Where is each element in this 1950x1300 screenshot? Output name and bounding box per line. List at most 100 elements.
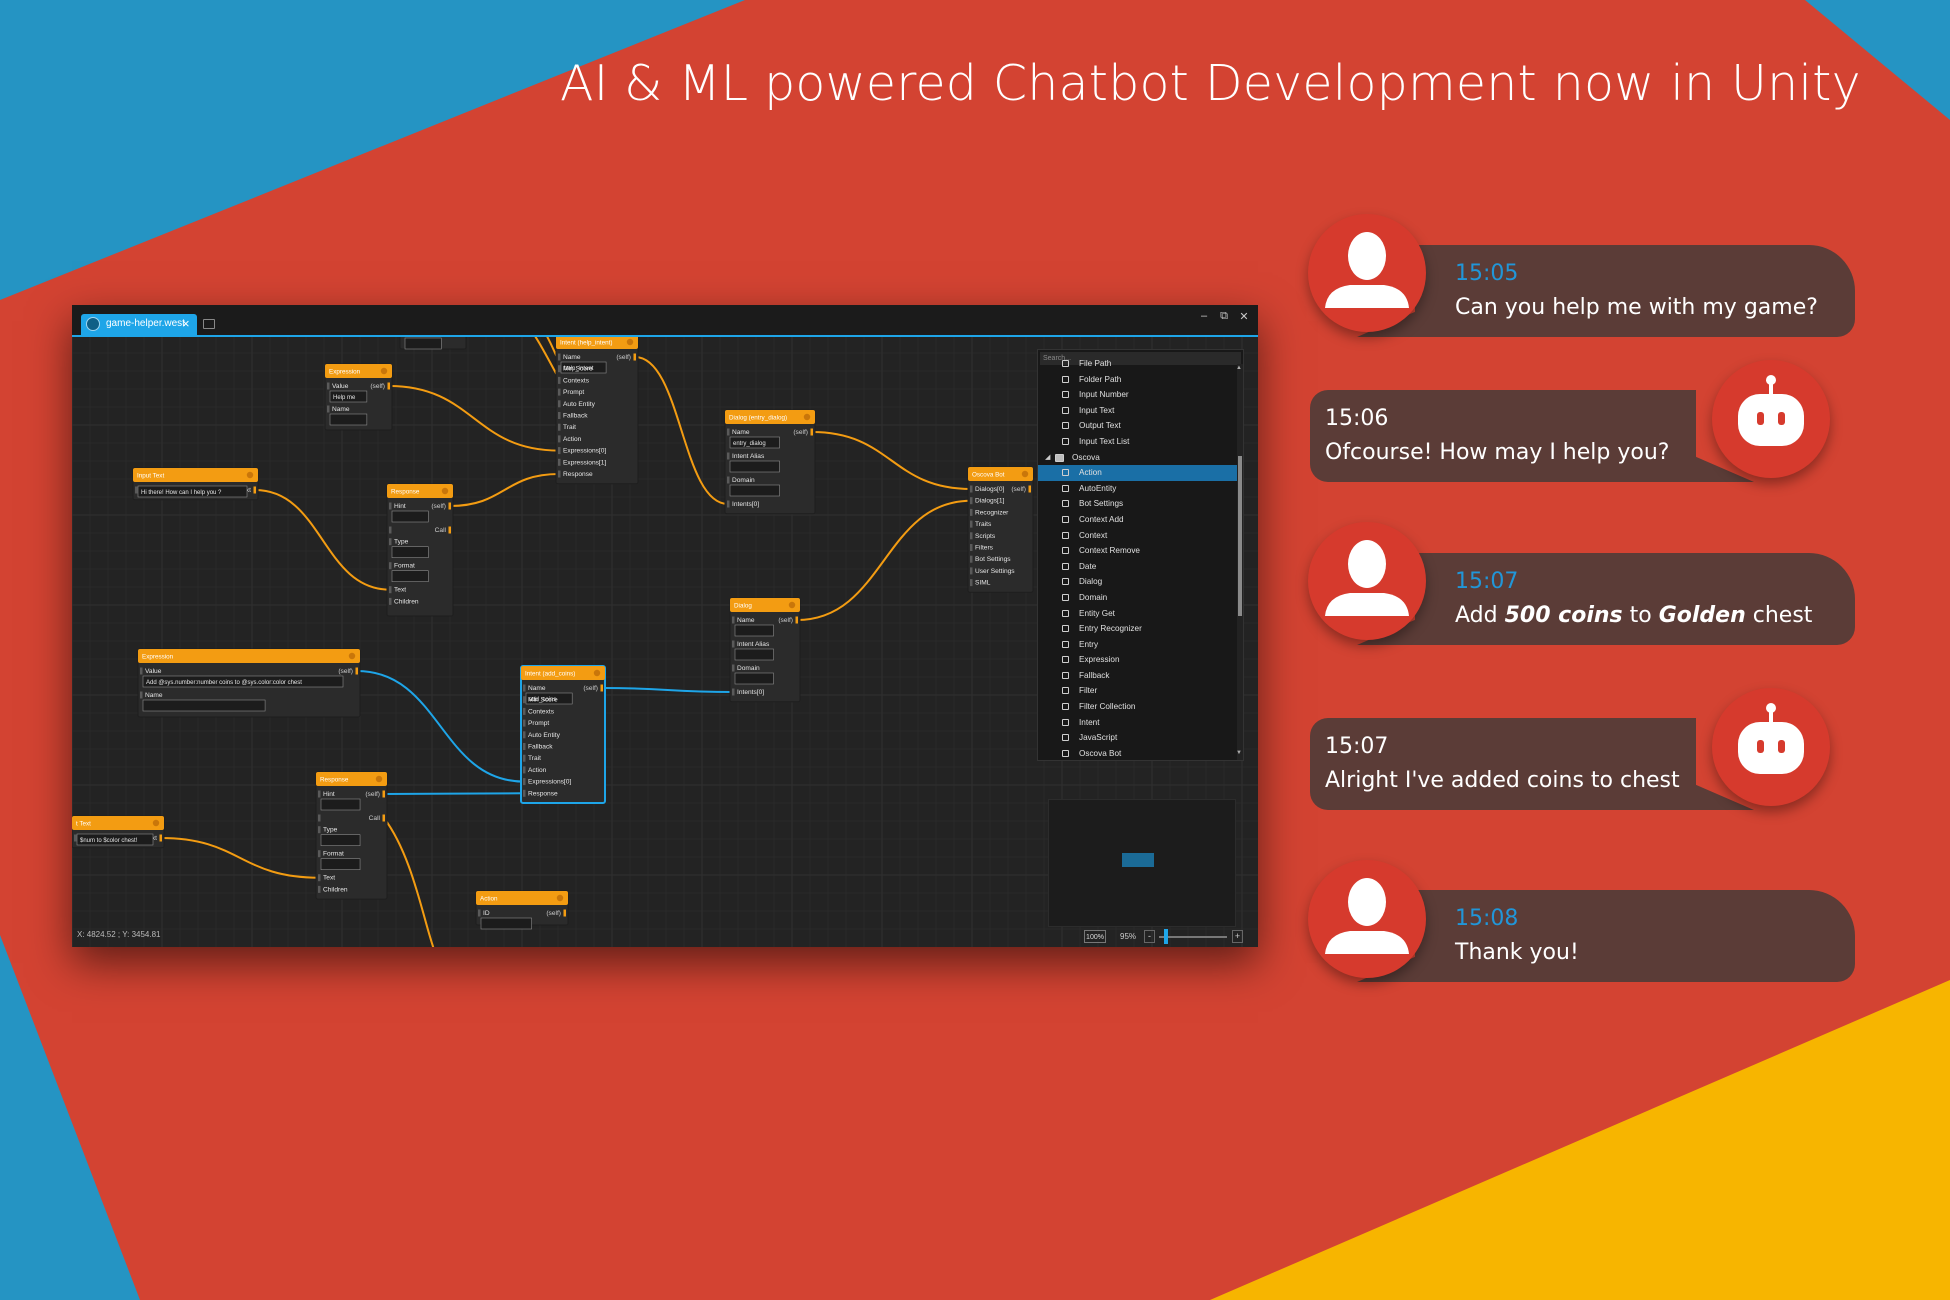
minimap-viewport[interactable] [1122, 853, 1154, 867]
input-port[interactable] [318, 874, 321, 882]
input-port[interactable] [558, 435, 561, 443]
library-item[interactable]: Context [1038, 528, 1238, 544]
node-menu-icon[interactable] [246, 471, 254, 479]
library-item[interactable]: File Path [1038, 356, 1238, 372]
input-port[interactable] [389, 586, 392, 594]
node-menu-icon[interactable] [152, 819, 160, 827]
scroll-down-icon[interactable]: ▼ [1236, 750, 1242, 756]
input-port[interactable] [478, 909, 481, 917]
library-item[interactable]: Entry Recognizer [1038, 621, 1238, 637]
node-header[interactable] [968, 467, 1033, 481]
node-menu-icon[interactable] [626, 338, 634, 346]
library-item[interactable]: Dialog [1038, 574, 1238, 590]
output-port[interactable] [633, 353, 637, 361]
node-menu-icon[interactable] [1021, 470, 1029, 478]
input-port[interactable] [970, 497, 973, 505]
node-dialog-entry[interactable]: Dialog (entry_dialog)Name(self)entry_dia… [724, 409, 816, 515]
close-button[interactable]: ✕ [1239, 311, 1249, 323]
node-text-field[interactable] [734, 672, 774, 685]
library-item[interactable]: Bot Settings [1038, 496, 1238, 512]
input-port[interactable] [970, 579, 973, 587]
input-port[interactable] [523, 778, 526, 786]
input-port[interactable] [318, 814, 321, 822]
node-header[interactable] [556, 335, 638, 349]
zoom-reset-button[interactable]: 100% [1084, 930, 1106, 943]
node-header[interactable] [725, 410, 815, 424]
node-header[interactable] [316, 772, 387, 786]
node-text-field[interactable] [329, 413, 368, 426]
library-item[interactable]: Filter Collection [1038, 699, 1238, 715]
node-response2[interactable]: ResponseHint(self)CallTypeFormatTextChil… [315, 771, 388, 900]
input-port[interactable] [389, 538, 392, 546]
node-header[interactable] [138, 649, 360, 663]
node-menu-icon[interactable] [380, 367, 388, 375]
library-item[interactable]: ◢Oscova [1038, 450, 1238, 466]
library-item[interactable]: Expression [1038, 652, 1238, 668]
output-port[interactable] [563, 909, 567, 917]
library-item[interactable]: Input Number [1038, 387, 1238, 403]
node-oscova-bot[interactable]: Oscova BotDialogs[0](self)Dialogs[1]Reco… [967, 466, 1034, 593]
node-text-field[interactable] [76, 833, 154, 846]
input-port[interactable] [389, 562, 392, 570]
node-menu-icon[interactable] [788, 601, 796, 609]
input-port[interactable] [523, 707, 526, 715]
input-port[interactable] [558, 423, 561, 431]
library-item[interactable]: AutoEntity [1038, 481, 1238, 497]
input-port[interactable] [140, 667, 143, 675]
input-port[interactable] [970, 520, 973, 528]
node-text-field[interactable] [320, 858, 361, 871]
input-port[interactable] [74, 834, 77, 842]
node-text-field[interactable] [404, 337, 442, 350]
node-text-field[interactable] [560, 361, 607, 374]
node-menu-icon[interactable] [593, 669, 601, 677]
library-item[interactable]: Folder Path [1038, 372, 1238, 388]
input-port[interactable] [732, 640, 735, 648]
output-port[interactable] [382, 814, 386, 822]
minimize-button[interactable]: ‒ [1200, 310, 1208, 322]
input-port[interactable] [389, 597, 392, 605]
library-item[interactable]: Fallback [1038, 668, 1238, 684]
input-port[interactable] [727, 476, 730, 484]
input-port[interactable] [558, 447, 561, 455]
library-item[interactable]: Filter [1038, 683, 1238, 699]
input-port[interactable] [327, 405, 330, 413]
library-item[interactable]: Context Add [1038, 512, 1238, 528]
input-port[interactable] [523, 743, 526, 750]
input-port[interactable] [970, 555, 973, 563]
output-port[interactable] [795, 616, 799, 624]
library-item[interactable]: Domain [1038, 590, 1238, 606]
node-text-field[interactable] [320, 834, 361, 847]
input-port[interactable] [523, 731, 526, 739]
library-item[interactable]: Entry [1038, 637, 1238, 653]
input-port[interactable] [558, 470, 561, 478]
library-item[interactable]: Input Text List [1038, 434, 1238, 450]
library-item[interactable]: Intent [1038, 715, 1238, 731]
node-text-field[interactable] [480, 917, 532, 930]
input-port[interactable] [732, 664, 735, 672]
output-port[interactable] [253, 486, 257, 494]
input-port[interactable] [558, 376, 561, 384]
node-menu-icon[interactable] [441, 487, 449, 495]
library-item[interactable]: Entity Get [1038, 606, 1238, 622]
node-text-field[interactable] [320, 798, 361, 811]
node-intent-coins[interactable]: Intent (add_coins)Name(self)add_coinsMin… [520, 665, 606, 804]
input-port[interactable] [970, 544, 973, 551]
zoom-out-button[interactable]: - [1144, 930, 1155, 943]
node-menu-icon[interactable] [375, 775, 383, 783]
library-item[interactable]: Action [1038, 465, 1238, 481]
maximize-button[interactable]: ⧉ [1220, 310, 1228, 322]
expand-arrow-icon[interactable]: ◢ [1045, 453, 1051, 461]
library-item[interactable]: Date [1038, 559, 1238, 575]
input-port[interactable] [140, 691, 143, 699]
node-menu-icon[interactable] [348, 652, 356, 660]
input-port[interactable] [135, 486, 138, 494]
node-text-field[interactable] [142, 675, 344, 688]
document-tab[interactable]: game-helper.west × [81, 314, 197, 335]
node-text-field[interactable] [525, 692, 573, 705]
input-port[interactable] [318, 826, 321, 834]
library-item[interactable]: Oscova Bot [1038, 746, 1238, 760]
library-search-input[interactable]: Search... [1040, 352, 1241, 365]
input-port[interactable] [558, 388, 561, 396]
input-port[interactable] [318, 850, 321, 858]
